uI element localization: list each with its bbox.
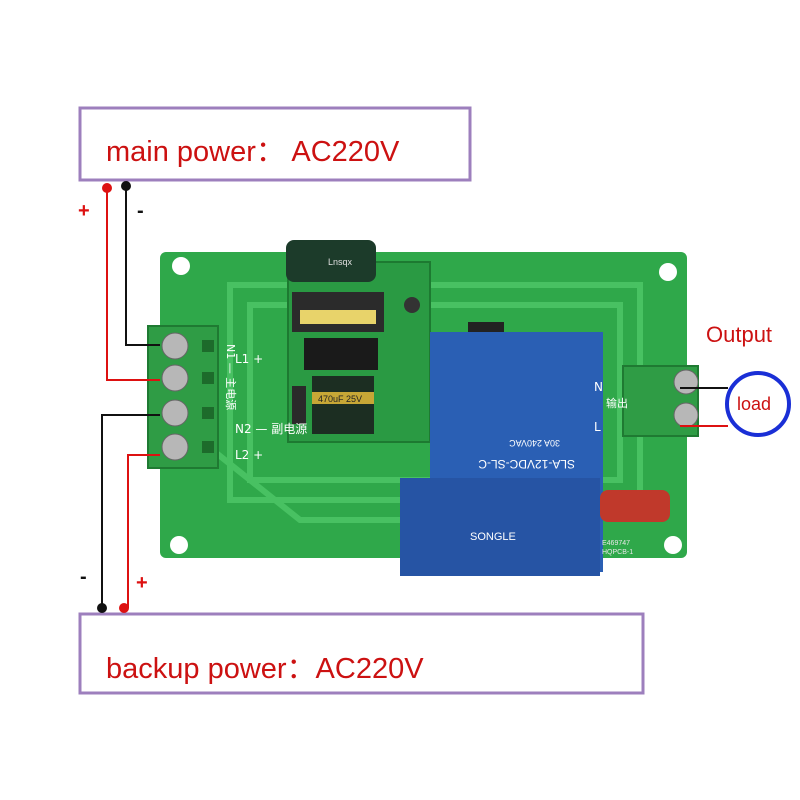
diode bbox=[468, 322, 504, 334]
terminal-label-row4: L2 + bbox=[235, 448, 264, 462]
main-power-black-terminal bbox=[121, 181, 131, 191]
relay-model: SLA-12VDC-SL-C bbox=[478, 457, 575, 471]
mounting-hole bbox=[172, 257, 190, 275]
backup-power-black-wire bbox=[101, 414, 160, 608]
film-capacitor bbox=[600, 490, 670, 522]
backup-power-black-terminal bbox=[97, 603, 107, 613]
relay-base bbox=[400, 478, 600, 576]
main-power-label: main power： AC220V bbox=[106, 136, 400, 168]
mounting-hole bbox=[659, 263, 677, 281]
capacitor-value: 470uF 25V bbox=[318, 394, 362, 404]
main-minus-sign: - bbox=[137, 200, 144, 222]
main-plus-sign: + bbox=[78, 200, 90, 222]
electrolytic-capacitor bbox=[286, 240, 376, 282]
backup-power-label: backup power：AC220V bbox=[106, 653, 424, 685]
terminal-label-n: N bbox=[594, 380, 603, 394]
backup-power-red-wire bbox=[127, 454, 160, 608]
right-terminal-screw bbox=[673, 369, 699, 395]
mounting-hole bbox=[170, 536, 188, 554]
main-power-box bbox=[78, 106, 472, 182]
relay-rating: 30A 240VAC bbox=[509, 438, 560, 448]
main-power-black-wire bbox=[125, 188, 160, 346]
output-label: Output bbox=[706, 322, 773, 347]
main-power-red-terminal bbox=[102, 183, 112, 193]
terminal-label-row2: L1 + bbox=[235, 352, 264, 366]
backup-power-box bbox=[78, 612, 645, 695]
capacitor-bottom bbox=[312, 376, 374, 434]
relay-code: HQPCB-1 bbox=[602, 549, 633, 556]
terminal-label-row1: N1 — 主电源 bbox=[224, 344, 238, 410]
transformer-core bbox=[300, 310, 376, 324]
load-label: load bbox=[737, 394, 772, 414]
mounting-hole bbox=[664, 536, 682, 554]
main-power-red-wire bbox=[106, 188, 160, 381]
relay-ul: E469747 bbox=[602, 540, 630, 547]
transformer-base bbox=[304, 338, 378, 370]
backup-plus-sign: + bbox=[136, 572, 148, 594]
capacitor-brand: Lnsqx bbox=[328, 257, 353, 267]
capacitor-stripe bbox=[312, 392, 374, 404]
backup-power-red-terminal bbox=[119, 603, 129, 613]
left-terminal-screws bbox=[161, 332, 214, 461]
fuse bbox=[292, 386, 306, 424]
terminal-label-row3: N2 — 副电源 bbox=[235, 422, 308, 436]
backup-minus-sign: - bbox=[80, 566, 87, 588]
relay-brand: SONGLE bbox=[470, 531, 516, 543]
load-circle bbox=[725, 371, 791, 437]
terminal-label-output-cn: 输出 bbox=[606, 397, 628, 410]
right-terminal-screw bbox=[673, 402, 699, 428]
terminal-label-l: L bbox=[594, 420, 601, 434]
small-capacitor bbox=[404, 297, 420, 313]
